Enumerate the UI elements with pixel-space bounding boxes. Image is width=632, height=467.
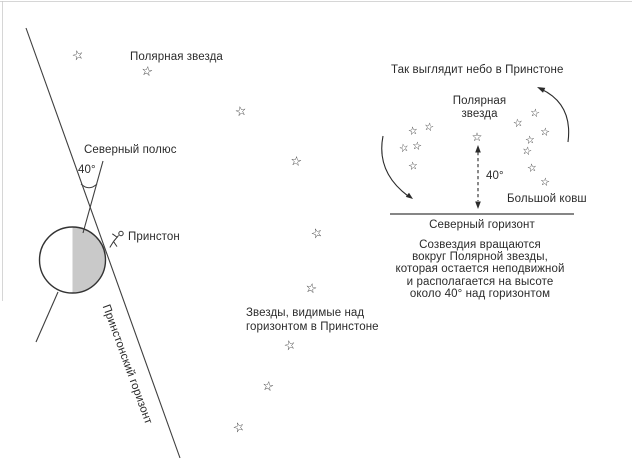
earth-axis-lower-segment — [35, 291, 59, 343]
star-icon: ☆ — [511, 115, 525, 131]
rotation-arc-left — [381, 135, 409, 197]
right-panel-title: Так выглядит небо в Принстоне — [391, 64, 564, 76]
princeton-horizon-line — [25, 27, 181, 459]
rotation-caption: Созвездия вращаются вокруг Полярной звез… — [368, 239, 592, 300]
big-dipper-label: Большой ковш — [507, 193, 587, 205]
star-icon: ☆ — [526, 160, 538, 176]
stick-figure-head — [118, 230, 124, 237]
star-icon: ☆ — [471, 130, 483, 144]
earth-night-half — [72, 227, 106, 293]
rotation-caption-line: около 40° над горизонтом — [409, 287, 551, 300]
stick-figure-leg — [113, 241, 118, 247]
rotation-caption-line: Созвездия вращаются — [419, 239, 541, 251]
star-icon: ☆ — [539, 174, 551, 190]
star-icon: ☆ — [407, 158, 419, 174]
rotation-caption-line: вокруг Полярной звезды, — [412, 251, 548, 264]
star-icon: ☆ — [529, 105, 541, 121]
star-icon: ☆ — [397, 140, 411, 156]
star-icon: ☆ — [139, 63, 155, 81]
visible-stars-caption-line2: горизонтом в Принстоне — [246, 321, 379, 333]
north-horizon-label: Северный горизонт — [429, 219, 535, 231]
north-pole-label: Северный полюс — [84, 144, 177, 156]
polaris-right-label-line1: Полярная — [452, 95, 507, 107]
angle-value-left: 40° — [78, 164, 96, 176]
stick-figure-leg — [109, 241, 114, 248]
figure-border-left — [2, 1, 3, 301]
earth-axis-upper-segment — [82, 160, 104, 234]
angle-arc — [80, 183, 98, 189]
star-icon: ☆ — [539, 124, 551, 140]
star-icon: ☆ — [411, 138, 423, 154]
star-icon: ☆ — [260, 378, 276, 396]
polaris-right-label-line2: звезда — [461, 107, 498, 120]
princeton-label: Принстон — [128, 231, 180, 243]
rotation-arrowhead-right-icon — [537, 87, 546, 93]
star-icon: ☆ — [520, 143, 534, 159]
earth-outline — [38, 226, 107, 294]
stick-figure-arm — [112, 233, 118, 238]
polaris-right-label: Полярная звезда — [437, 95, 522, 120]
stick-figure-body — [113, 235, 119, 242]
star-icon: ☆ — [407, 123, 419, 139]
star-icon: ☆ — [289, 153, 303, 171]
figure-border-top — [0, 1, 632, 2]
visible-stars-caption-line1: Звезды, видимые над — [246, 307, 365, 319]
arrowhead-up-icon — [475, 145, 481, 153]
rotation-arc-right — [540, 88, 570, 143]
rotation-caption-line: которая остается неподвижной — [395, 263, 565, 276]
rotation-caption-line: и располагается на высоте — [406, 275, 554, 288]
observer-stick-figure — [109, 230, 124, 248]
star-icon: ☆ — [233, 103, 249, 121]
star-icon: ☆ — [422, 119, 436, 135]
arrowhead-down-icon — [475, 201, 481, 209]
visible-stars-caption: Звезды, видимые над горизонтом в Принсто… — [246, 306, 379, 334]
rotation-arrowhead-left-icon — [405, 192, 413, 199]
angle-value-right: 40° — [486, 170, 504, 182]
polaris-sky-label: Полярная звезда — [130, 51, 223, 63]
